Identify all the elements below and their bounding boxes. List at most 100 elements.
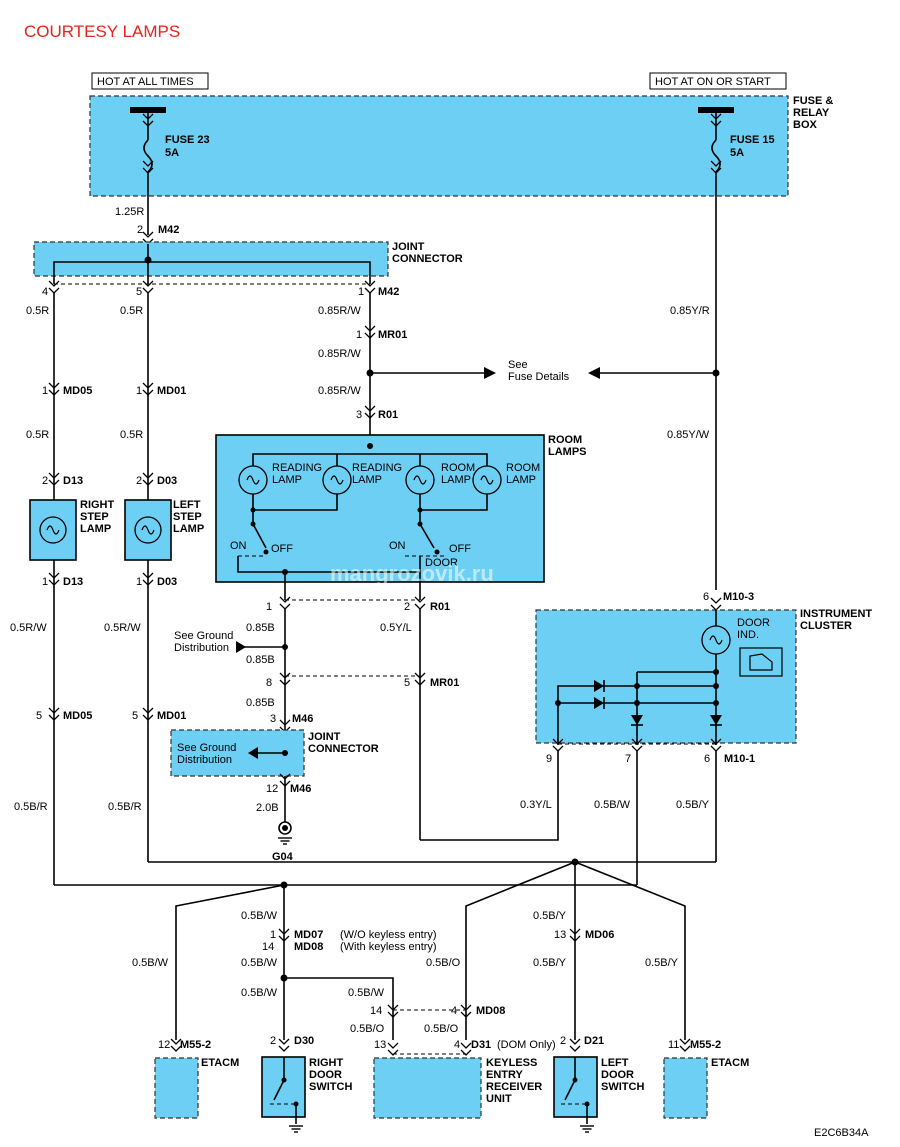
md06-pin: 13: [554, 929, 566, 941]
switch-2-on: ON: [389, 540, 406, 552]
r01-label-bottom: R01: [430, 601, 450, 613]
joint-connector-top-label-2: CONNECTOR: [392, 253, 463, 265]
wire-label-05bw-a: 0.5B/W: [594, 799, 631, 811]
md01-pin-1: 1: [136, 385, 142, 397]
md08-note: (With keyless entry): [340, 941, 437, 953]
switch-1-off: OFF: [271, 543, 293, 555]
see-ground-1b: Distribution: [174, 642, 229, 654]
m55-right-label: M55-2: [690, 1039, 721, 1051]
reading-lamp-2-label-a: READING: [352, 462, 402, 474]
wire-label-05bo-b: 0.5B/O: [350, 1023, 385, 1035]
wire-label-05r-a: 0.5R: [26, 305, 49, 317]
right-door-switch-label-3: SWITCH: [309, 1081, 352, 1093]
wire-label-05rw-b: 0.5R/W: [104, 622, 141, 634]
md08b-pin-4: 4: [451, 1005, 457, 1017]
door-ind-label-1: DOOR: [737, 617, 770, 629]
fuse-relay-box: [89, 95, 789, 197]
m10-3-pin-6: 6: [703, 591, 709, 603]
reading-lamp-1-label-a: READING: [272, 462, 322, 474]
right-bus-bar: [698, 107, 734, 113]
d30-pin: 2: [270, 1035, 276, 1047]
d21-label: D21: [584, 1035, 604, 1047]
wire-label-05br-a: 0.5B/R: [14, 801, 48, 813]
m55-right-pin: 11: [668, 1039, 679, 1051]
reading-lamp-1-label-b: LAMP: [272, 474, 302, 486]
left-step-lamp-label-3: LAMP: [173, 523, 204, 535]
left-step-lamp-label-2: STEP: [173, 511, 202, 523]
wire-label-05bw-f: 0.5B/W: [348, 987, 385, 999]
d13-pin-1: 1: [42, 576, 48, 588]
d13-label-top: D13: [63, 475, 83, 487]
hot-at-all-times-box: [91, 72, 209, 90]
wire-label-05bw-d: 0.5B/W: [241, 957, 278, 969]
instrument-cluster-label-2: CLUSTER: [800, 620, 852, 632]
m46-pin-3: 3: [270, 713, 276, 725]
r01-pin-2: 2: [404, 601, 410, 613]
kerx-label-4: UNIT: [486, 1093, 512, 1105]
md05-pin-1: 1: [42, 385, 48, 397]
md08-label: MD08: [294, 941, 323, 953]
room-lamp-2-label-b: LAMP: [506, 474, 536, 486]
see-ground-2a: See Ground: [177, 742, 236, 754]
wire-label-085yr: 0.85Y/R: [670, 305, 710, 317]
wire-label-085b-c: 0.85B: [246, 697, 275, 709]
fuse-23-rating: 5A: [165, 147, 179, 159]
wire-label-05yl: 0.5Y/L: [380, 622, 412, 634]
right-step-lamp-label-1: RIGHT: [80, 499, 115, 511]
wire-label-085rw-b: 0.85R/W: [318, 348, 361, 360]
fuse-15-symbol: [711, 139, 721, 173]
kerx-label-2: ENTRY: [486, 1069, 524, 1081]
fuse-relay-box-label-2: RELAY: [793, 107, 830, 119]
m55-left-pin: 12: [158, 1039, 170, 1051]
keyless-entry-receiver-unit: [373, 1057, 482, 1119]
d03-label-top: D03: [157, 475, 177, 487]
r01-pin-3: 3: [356, 409, 362, 421]
left-bus-bar: [130, 107, 166, 113]
joint-pin-5: 5: [136, 286, 142, 298]
etacm-left-label: ETACM: [201, 1057, 239, 1069]
wire-label-05bw-b: 0.5B/W: [241, 910, 278, 922]
md05-pin-5: 5: [36, 710, 42, 722]
md07-pin: 1: [270, 929, 276, 941]
md05-label: MD05: [63, 385, 92, 397]
instrument-cluster-label-1: INSTRUMENT: [800, 608, 872, 620]
wire-label-085rw-c: 0.85R/W: [318, 385, 361, 397]
wire-label-03yl: 0.3Y/L: [520, 799, 552, 811]
left-door-switch-label-1: LEFT: [601, 1057, 629, 1069]
wire-label-05rw-a: 0.5R/W: [10, 622, 47, 634]
joint-m42-bottom: M42: [378, 286, 399, 298]
etacm-right-label: ETACM: [711, 1057, 749, 1069]
hot-at-all-times-label: HOT AT ALL TIMES: [97, 76, 194, 88]
md08-pin: 14: [262, 941, 274, 953]
d31-pin-13: 13: [374, 1039, 386, 1051]
d13-label-bottom: D13: [63, 576, 83, 588]
wire-label-05by-c: 0.5B/Y: [533, 957, 567, 969]
kerx-label-3: RECEIVER: [486, 1081, 542, 1093]
d03-pin-1: 1: [136, 576, 142, 588]
m10-1-pin-9: 9: [546, 753, 552, 765]
wire-label-085b-b: 0.85B: [246, 654, 275, 666]
mr01-label: MR01: [378, 329, 407, 341]
joint-connector-m46-label-2: CONNECTOR: [308, 743, 379, 755]
reading-lamp-2-label-b: LAMP: [352, 474, 382, 486]
room-lamps-label-2: LAMPS: [548, 446, 587, 458]
figure-code: E2C6B34A: [814, 1127, 869, 1139]
fuse-23-symbol: [143, 139, 153, 173]
door-open-icon: [739, 647, 783, 677]
wire-label-05r-c: 0.5R: [26, 429, 49, 441]
m46-pin-12: 12: [266, 783, 278, 795]
room-lamps-unit: [215, 434, 545, 583]
room-lamp-2-label-a: ROOM: [506, 462, 540, 474]
see-fuse-details-2: Fuse Details: [508, 371, 570, 383]
see-fuse-details-1: See: [508, 359, 528, 371]
joint-connector-m46-label-1: JOINT: [308, 731, 341, 743]
left-door-switch-label-2: DOOR: [601, 1069, 634, 1081]
wire-label-05bo-a: 0.5B/O: [426, 957, 461, 969]
md01-label-bottom: MD01: [157, 710, 186, 722]
kerx-label-1: KEYLESS: [486, 1057, 537, 1069]
joint-connector-top-label-1: JOINT: [392, 241, 425, 253]
md07-label: MD07: [294, 929, 323, 941]
m10-1-label: M10-1: [724, 753, 755, 765]
wire-label-05r-b: 0.5R: [120, 305, 143, 317]
switch-2-door: DOOR: [425, 557, 458, 569]
